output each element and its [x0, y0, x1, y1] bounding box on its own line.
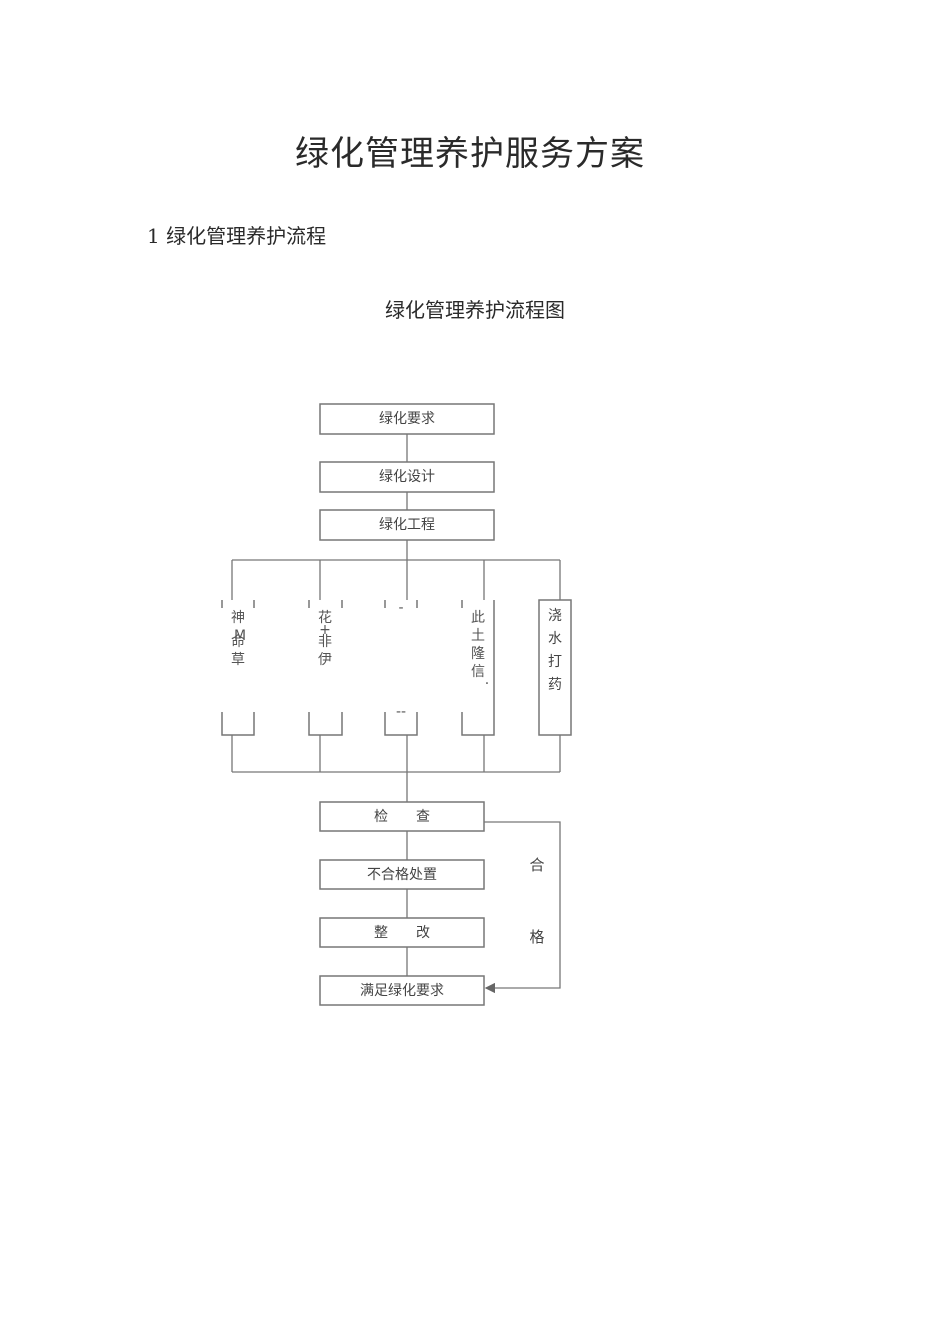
pass-return-arrow [484, 821, 561, 994]
document-title: 绿化管理养护服务方案 [295, 134, 645, 174]
branch-2-char-4: 伊 [318, 652, 332, 668]
branch-1-char-4: 草 [231, 652, 245, 668]
branch-2-char-2: + [319, 622, 331, 638]
branch-1-char-2: M [234, 628, 246, 644]
step-label-nonconform: 不合格处置 [367, 867, 437, 883]
branch-5-char-1: 浇 [548, 608, 562, 624]
pass-label-char-2: 格 [529, 928, 544, 946]
pass-label-char-1: 合 [529, 856, 544, 874]
step-box-design [319, 461, 495, 493]
branch-5-char-3: 打 [548, 653, 562, 670]
branch-3-char-1: - [398, 600, 403, 616]
figure-title: 绿化管理养护流程图 [385, 298, 565, 322]
step-box-final [319, 975, 485, 1006]
step-label-design: 绿化设计 [379, 469, 435, 485]
branch-1-char-1: 神 [231, 610, 245, 626]
step-box-rectify [319, 917, 485, 948]
branch-brackets [221, 599, 572, 736]
step-label-engineering: 绿化工程 [379, 517, 435, 533]
branch-2-char-3: 非 [318, 634, 332, 650]
branch-4-char-3: 隆 [471, 646, 485, 662]
branch-4-char-1: 此 [471, 610, 485, 626]
branch-5-char-4: 药 [548, 677, 562, 693]
branch-5-char-2: 水 [548, 631, 562, 647]
branch-4-char-4: 信 [471, 664, 485, 680]
step-box-inspection [319, 801, 485, 832]
branch-4-char-5: . [485, 672, 489, 688]
branch-4-char-2: 土 [471, 628, 485, 644]
section-heading: 1 绿化管理养护流程 [147, 224, 327, 248]
branch-3-char-2: -- [396, 704, 406, 720]
step-box-requirement [319, 403, 495, 435]
step-label-final: 满足绿化要求 [360, 983, 444, 999]
step-box-engineering [319, 509, 495, 541]
step-box-nonconform [319, 859, 485, 890]
branch-1-char-3: 命 [231, 633, 245, 650]
branch-2-char-1: 花 [318, 610, 332, 626]
step-label-inspection: 检 查 [374, 809, 430, 825]
step-label-rectify: 整 改 [374, 925, 430, 941]
step-label-requirement: 绿化要求 [379, 411, 435, 427]
